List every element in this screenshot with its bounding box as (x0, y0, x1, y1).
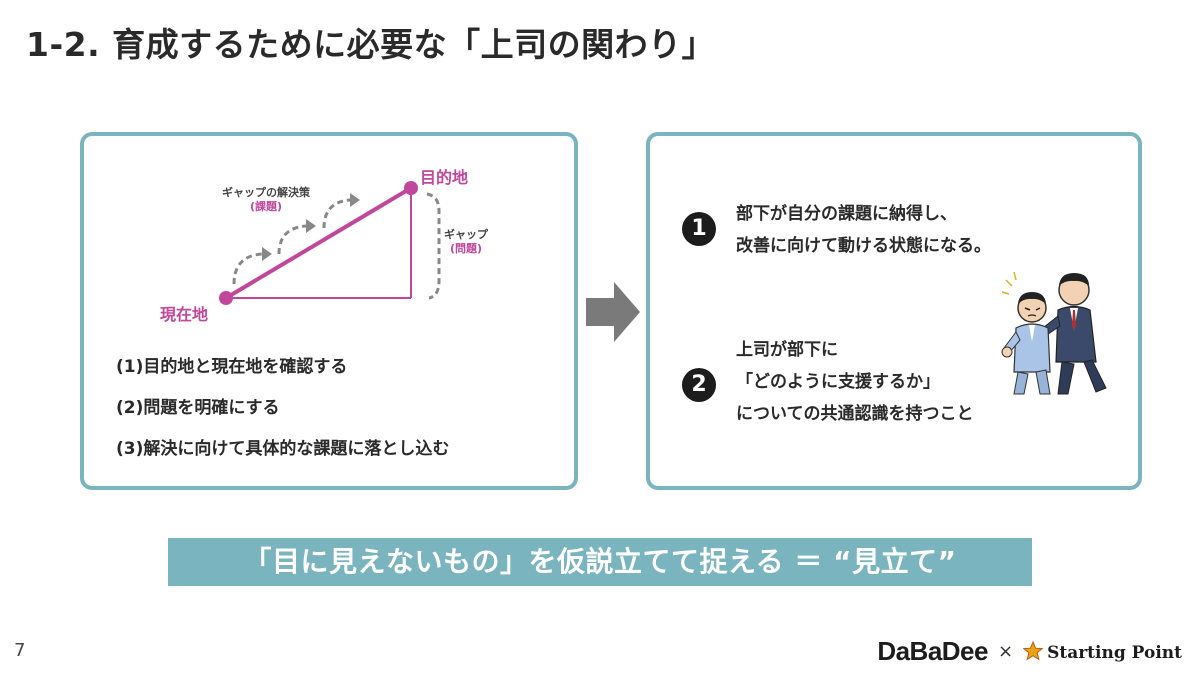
step-arrows (232, 198, 351, 285)
boss-pushing-subordinate-illustration (1001, 271, 1107, 395)
goal-point (404, 181, 418, 195)
goal-label: 目的地 (420, 168, 469, 187)
point-line: 改善に向けて動ける状態になる。 (736, 236, 991, 256)
starting-point-logo: Starting Point (1023, 640, 1182, 663)
separator: × (997, 641, 1014, 662)
point-1: 1 部下が自分の課題に納得し、 改善に向けて動ける状態になる。 (682, 198, 991, 262)
left-panel: 目的地 現在地 ギャップの解決策 (課題) ギャップ (問題) (1)目的地と現… (80, 132, 578, 490)
right-panel: 1 部下が自分の課題に納得し、 改善に向けて動ける状態になる。 2 上司が部下に… (646, 132, 1142, 490)
summary-banner: 「目に見えないもの」を仮説立てて捉える ＝ “見立て” (168, 538, 1032, 586)
step-label-main: ギャップの解決策 (222, 186, 310, 199)
star-icon (1023, 640, 1044, 661)
page-title: 1-2. 育成するために必要な「上司の関わり」 (26, 25, 716, 64)
gap-bracket (426, 192, 441, 300)
gap-label-main: ギャップ (444, 228, 488, 241)
number-badge: 1 (682, 212, 716, 246)
step-list: (1)目的地と現在地を確認する (2)問題を明確にする (3)解決に向けて具体的… (116, 356, 449, 479)
point-2: 2 上司が部下に 「どのように支援するか」 についての共通認識を持つこと (682, 334, 974, 430)
point-text: 部下が自分の課題に納得し、 改善に向けて動ける状態になる。 (736, 198, 991, 262)
starting-point-text: Starting Point (1047, 642, 1182, 663)
step-label-sub: (課題) (249, 200, 283, 213)
point-line: についての共通認識を持つこと (736, 404, 974, 424)
gap-label: ギャップ (問題) (444, 228, 488, 256)
point-line: 上司が部下に (736, 340, 838, 360)
dabadee-logo: DaBaDee (877, 636, 988, 666)
footer-logos: DaBaDee × Starting Point (877, 636, 1182, 667)
step-arrowheads (262, 193, 360, 261)
current-label: 現在地 (160, 305, 209, 324)
current-point (219, 291, 233, 305)
list-item: (1)目的地と現在地を確認する (116, 357, 348, 377)
step-label: ギャップの解決策 (課題) (222, 186, 310, 214)
list-item: (3)解決に向けて具体的な課題に落とし込む (116, 439, 450, 459)
gap-label-sub: (問題) (449, 242, 483, 255)
list-item: (2)問題を明確にする (116, 398, 280, 418)
path-line (224, 186, 413, 300)
gap-diagram (219, 181, 441, 305)
point-line: 部下が自分の課題に納得し、 (736, 204, 957, 224)
point-text: 上司が部下に 「どのように支援するか」 についての共通認識を持つこと (736, 334, 974, 430)
point-line: 「どのように支援するか」 (736, 372, 940, 392)
number-badge: 2 (682, 368, 716, 402)
page-number: 7 (14, 640, 26, 661)
right-arrow-icon (586, 282, 640, 342)
